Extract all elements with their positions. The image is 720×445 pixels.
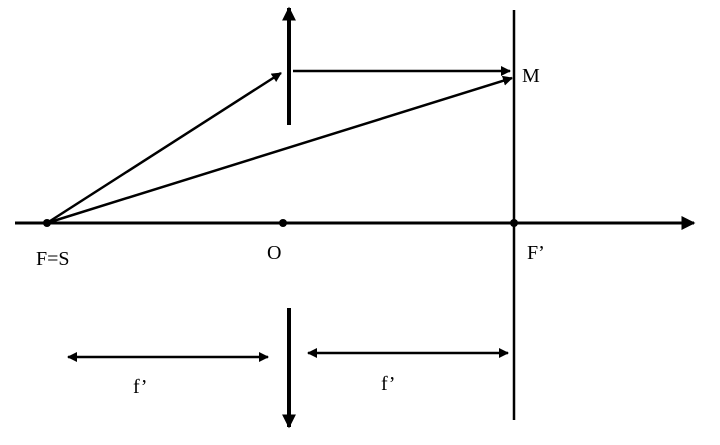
label-focal-right: f’: [381, 373, 395, 395]
label-point-m: M: [522, 65, 540, 87]
point-source: [43, 219, 51, 227]
label-focus-image: F’: [527, 242, 545, 264]
point-center: [279, 219, 287, 227]
label-source: F=S: [36, 248, 70, 270]
ray-to-lens: [46, 71, 282, 225]
ray-direct-to-m: [46, 75, 513, 225]
point-focus: [510, 219, 518, 227]
label-center: O: [267, 242, 281, 264]
label-focal-left: f’: [133, 376, 147, 398]
